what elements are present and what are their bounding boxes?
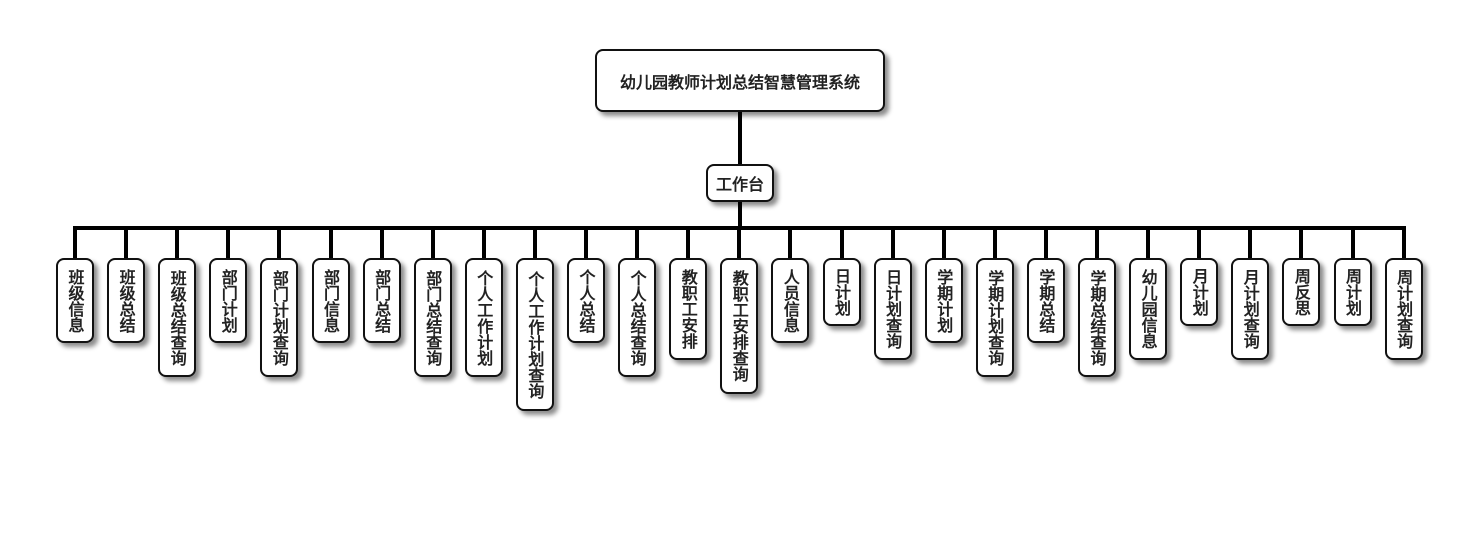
connector-branch-bus [738,202,742,230]
leaf-node: 月计划查询 [1231,258,1270,360]
leaf-node: 日计划查询 [873,258,912,360]
connector-leaf [226,228,231,258]
branch-node: 工作台 [706,164,774,202]
leaf-node: 个人总结 [567,258,605,343]
connector-leaf [430,228,435,258]
leaf-node: 周计划 [1333,258,1372,326]
leaf-node: 部门总结查询 [413,258,452,377]
root-node: 幼儿园教师计划总结智慧管理系统 [595,49,885,112]
connector-leaf [992,228,997,258]
connector-leaf [379,228,384,258]
connector-leaf [1350,228,1355,258]
leaf-node: 班级总结查询 [158,258,197,377]
leaf-node: 月计划 [1180,258,1219,326]
leaf-node: 部门计划查询 [260,258,299,377]
connector-leaf [124,228,129,258]
connector-leaf [175,228,180,258]
leaf-node: 教职工安排查询 [720,258,759,394]
connector-leaf [1299,228,1304,258]
leaf-node: 部门计划 [209,258,248,343]
connector-leaf [941,228,946,258]
connector-leaf [73,228,77,258]
leaf-node: 学期总结查询 [1078,258,1116,377]
leaf-node: 部门总结 [362,258,401,343]
connector-leaf [839,228,844,258]
connector-leaf [1146,228,1151,258]
connector-leaf [686,228,691,258]
connector-leaf [1401,228,1406,258]
connector-leaf [1197,228,1202,258]
connector-leaf [532,228,537,258]
connector-leaf [1095,228,1099,258]
leaf-node: 日计划 [822,258,861,326]
leaf-node: 部门信息 [311,258,350,343]
connector-leaf [890,228,895,258]
connector-leaf [635,228,640,258]
leaf-node: 个人总结查询 [618,258,657,377]
connector-root-branch [738,112,742,164]
connector-leaf [584,228,588,258]
connector-leaf [1248,228,1253,258]
connector-leaf [277,228,282,258]
leaf-node: 周计划查询 [1384,258,1423,360]
leaf-node: 学期计划查询 [975,258,1014,377]
leaf-node: 个人工作计划查询 [515,258,554,411]
connector-leaf [788,228,793,258]
leaf-node: 幼儿园信息 [1129,258,1168,360]
leaf-node: 班级信息 [56,258,94,343]
leaf-node: 人员信息 [771,258,810,343]
connector-leaf [328,228,333,258]
leaf-node: 个人工作计划 [464,258,503,377]
leaf-node: 教职工安排 [669,258,708,360]
connector-leaf [481,228,486,258]
leaf-node: 班级总结 [107,258,146,343]
connector-leaf [1043,228,1048,258]
leaf-node: 学期计划 [924,258,963,343]
connector-leaf [737,228,742,258]
leaf-node: 周反思 [1282,258,1321,326]
leaf-node: 学期总结 [1026,258,1065,343]
